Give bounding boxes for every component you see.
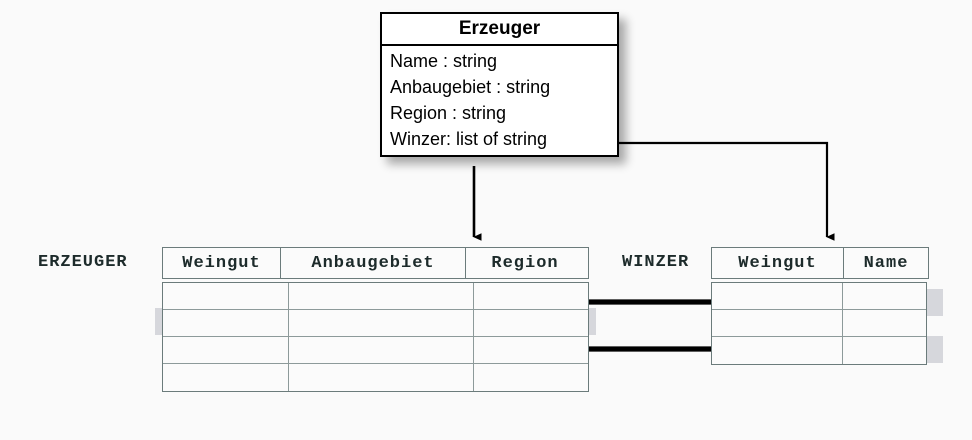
erzeuger-column-header-anbaugebiet: Anbaugebiet [281,248,466,278]
winzer-header-row: Weingut Name [711,247,929,279]
table-row[interactable] [712,310,926,337]
table-cell [289,364,474,391]
erzeuger-column-header-weingut: Weingut [163,248,281,278]
table-cell [474,364,588,391]
arrow-to-winzer-table [600,141,835,241]
table-cell [289,283,474,310]
table-cell [163,283,289,310]
table-row[interactable] [163,283,588,310]
uml-attribute-anbaugebiet: Anbaugebiet : string [390,77,551,97]
table-cell [712,337,843,364]
winzer-table: Weingut Name [711,247,929,365]
uml-attribute-winzer: Winzer: list of string [390,129,548,149]
table-cell [474,283,588,310]
table-cell [289,337,474,364]
winzer-body [711,282,927,365]
erzeuger-column-header-region: Region [491,253,559,273]
table-cell [474,337,588,364]
winzer-table-label: WINZER [622,253,690,272]
table-cell [163,337,289,364]
table-cell [843,283,926,310]
erzeuger-table-label: ERZEUGER [38,253,128,272]
table-row[interactable] [163,310,588,337]
uml-class-name: Erzeuger [382,14,617,46]
table-row[interactable] [712,337,926,364]
winzer-column-header-weingut: Weingut [712,248,844,278]
table-cell [712,310,843,337]
erzeuger-header-row: Weingut Anbaugebiet Region [162,247,589,279]
uml-attribute-list: Name : string Anbaugebiet : string Regio… [382,46,617,155]
table-row[interactable] [163,337,588,364]
table-row[interactable] [163,364,588,391]
uml-class-box[interactable]: Erzeuger Name : string Anbaugebiet : str… [380,12,619,157]
table-cell [289,310,474,337]
uml-attribute-name: Name : string [390,51,498,71]
table-cell [474,310,588,337]
erzeuger-table: Weingut Anbaugebiet Region [162,247,589,392]
uml-attribute-region: Region : string [390,103,507,123]
table-cell [712,283,843,310]
winzer-column-header-name: Name [863,253,909,273]
table-cell [163,364,289,391]
erzeuger-body [162,282,589,392]
table-cell [163,310,289,337]
table-row[interactable] [712,283,926,310]
table-cell [843,337,926,364]
table-cell [843,310,926,337]
